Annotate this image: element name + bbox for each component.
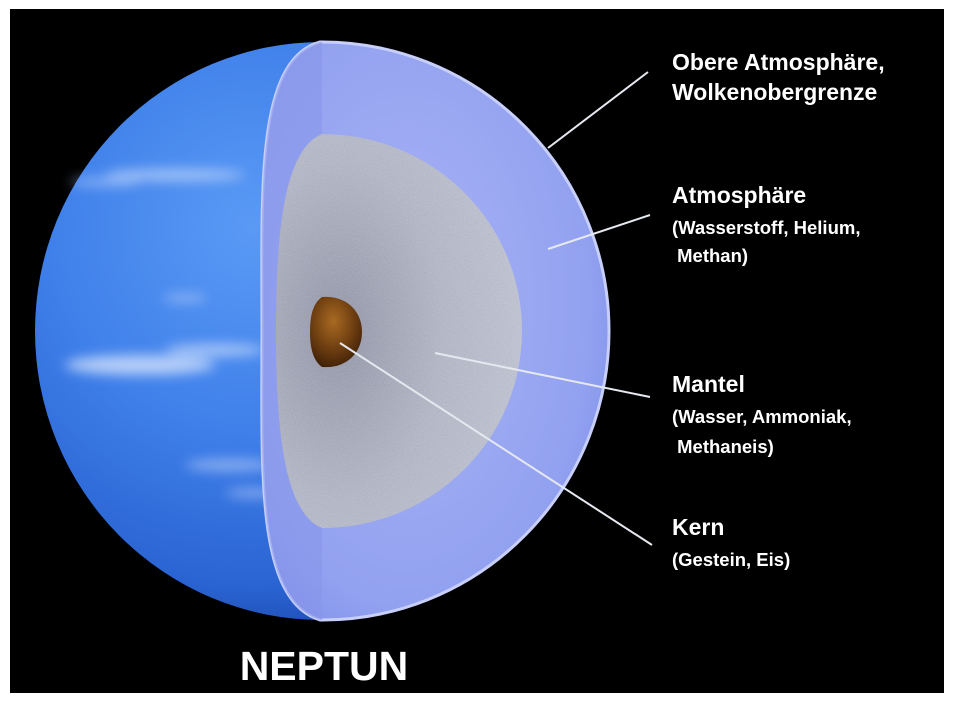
leader-lines bbox=[339, 71, 653, 546]
planet-title: NEPTUN bbox=[240, 643, 409, 689]
label-upper-atmosphere: Obere Atmosphäre, Wolkenobergrenze bbox=[672, 49, 889, 105]
leader-atmosphere bbox=[547, 214, 651, 250]
label-core: Kern (Gestein, Eis) bbox=[672, 514, 790, 570]
mantle-texture bbox=[276, 134, 522, 528]
leader-core bbox=[339, 342, 653, 546]
label-mantle: Mantel (Wasser, Ammoniak, Methaneis) bbox=[672, 371, 856, 457]
label-atmosphere: Atmosphäre (Wasserstoff, Helium, Methan) bbox=[672, 182, 865, 266]
leader-upper-atmosphere bbox=[547, 71, 649, 149]
layer-labels: Obere Atmosphäre, Wolkenobergrenze Atmos… bbox=[672, 49, 889, 570]
leader-mantle bbox=[434, 352, 651, 398]
